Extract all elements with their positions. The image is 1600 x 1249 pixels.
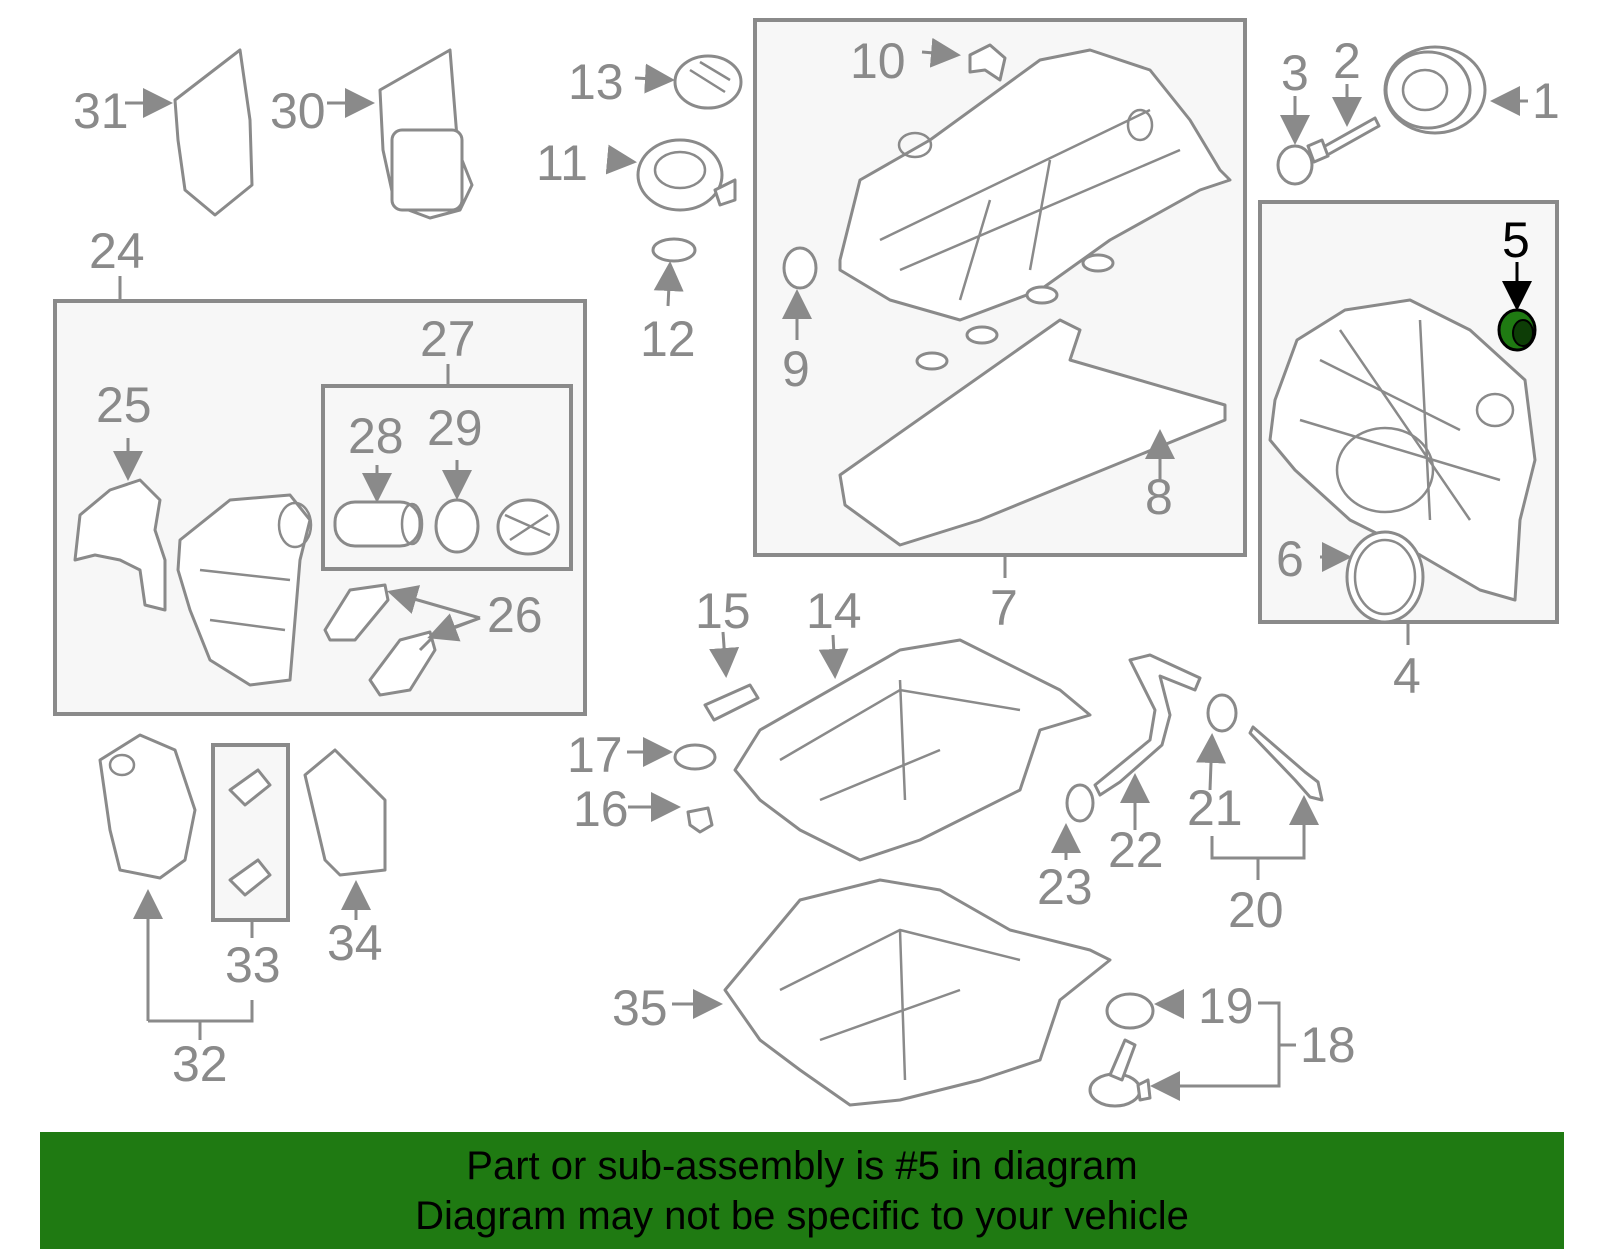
- label-part-8: 8: [1145, 469, 1173, 525]
- label-part-34: 34: [327, 915, 383, 971]
- o-ring-part-23: [1065, 783, 1095, 823]
- label-part-27: 27: [420, 311, 476, 367]
- o-ring-part-12: [651, 237, 697, 263]
- pump-part-32: [98, 733, 197, 880]
- cover-part-30: [378, 48, 474, 220]
- bolt-part-2: [1306, 116, 1381, 164]
- seal-ring-part-6: [1345, 530, 1425, 624]
- strainer-part-15: [703, 683, 760, 722]
- seal-part-3: [1276, 144, 1314, 186]
- label-part-33: 33: [225, 937, 281, 993]
- label-part-17: 17: [567, 727, 623, 783]
- gaskets-part-33: [228, 768, 272, 897]
- label-part-2: 2: [1333, 33, 1361, 89]
- label-part-23: 23: [1037, 859, 1093, 915]
- label-part-25: 25: [96, 377, 152, 433]
- o-ring-part-19: [1105, 992, 1155, 1030]
- label-part-28: 28: [348, 408, 404, 464]
- label-part-9: 9: [782, 341, 810, 397]
- o-ring-part-29: [434, 498, 480, 554]
- washer-part-17: [673, 743, 717, 771]
- label-part-24: 24: [89, 223, 145, 279]
- dipstick-part-20: [1248, 725, 1324, 802]
- drain-plug-part-16: [686, 806, 714, 834]
- filler-neck-part-11: [636, 138, 737, 212]
- label-part-19: 19: [1198, 978, 1254, 1034]
- label-part-6: 6: [1276, 531, 1304, 587]
- label-part-11: 11: [536, 135, 588, 191]
- oil-filter-housing-part-24: [176, 493, 313, 687]
- timing-cover-part-4: [1268, 298, 1537, 602]
- label-part-30: 30: [270, 83, 326, 139]
- o-ring-part-21: [1206, 693, 1238, 733]
- label-part-10: 10: [850, 33, 906, 89]
- label-part-21: 21: [1187, 780, 1243, 836]
- label-part-7: 7: [990, 580, 1018, 636]
- label-part-14: 14: [806, 583, 862, 639]
- oil-cooler-part-34: [303, 748, 387, 877]
- label-part-16: 16: [573, 781, 629, 837]
- leader-lines: [113, 37, 1528, 1101]
- oil-pan-lower-part-35: [723, 878, 1112, 1107]
- group-box-33: [211, 743, 290, 922]
- dipstick-tube-part-22: [1093, 653, 1202, 797]
- label-part-29: 29: [427, 400, 483, 456]
- label-part-18: 18: [1300, 1017, 1356, 1073]
- label-part-20: 20: [1228, 882, 1284, 938]
- label-part-35: 35: [612, 980, 668, 1036]
- pulley-part-1: [1383, 45, 1487, 135]
- oil-pan-part-14: [733, 638, 1092, 862]
- label-part-3: 3: [1281, 45, 1309, 101]
- gasket-part-31: [173, 48, 254, 217]
- oil-level-sensor-part-18: [1088, 1038, 1152, 1108]
- label-part-5-highlighted: 5: [1502, 212, 1530, 268]
- label-part-1: 1: [1532, 73, 1560, 129]
- banner-line-1: Part or sub-assembly is #5 in diagram: [466, 1143, 1138, 1188]
- label-part-13: 13: [568, 54, 624, 110]
- oil-cap-part-13: [673, 54, 743, 110]
- label-part-15: 15: [695, 583, 751, 639]
- bracket-part-10: [968, 43, 1007, 82]
- seal-part-5-highlighted: [1497, 308, 1537, 352]
- label-part-31: 31: [73, 83, 129, 139]
- banner-line-2: Diagram may not be specific to your vehi…: [415, 1193, 1189, 1238]
- label-part-22: 22: [1108, 822, 1164, 878]
- gasket-part-8: [838, 318, 1227, 547]
- valve-cover-part-7: [838, 48, 1232, 322]
- spark-plug-seals: [915, 253, 1115, 371]
- o-ring-part-9: [782, 246, 818, 290]
- info-banner: Part or sub-assembly is #5 in diagram Di…: [40, 1132, 1564, 1249]
- label-part-4: 4: [1393, 648, 1421, 704]
- filter-element-part-28: [333, 500, 424, 548]
- filter-cap: [496, 498, 560, 556]
- label-part-12: 12: [640, 311, 696, 367]
- label-part-26: 26: [487, 587, 543, 643]
- label-part-32: 32: [172, 1036, 228, 1092]
